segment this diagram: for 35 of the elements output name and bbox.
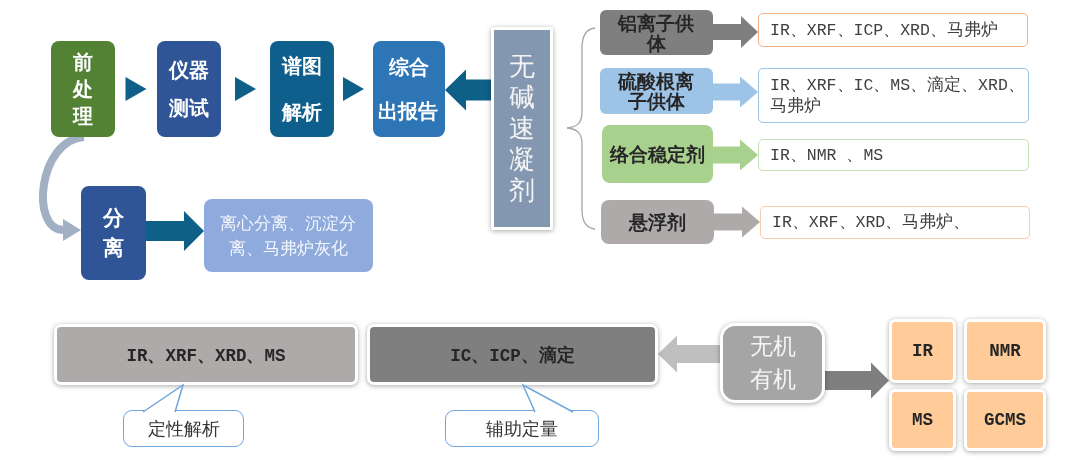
block-arrow [445,69,491,111]
method-box: IR、XRF、ICP、XRD、马弗炉 [758,13,1028,47]
process-box: 综合出报告 [373,41,445,137]
process-box: 分离 [81,186,146,280]
technique-tile: NMR [964,319,1046,383]
process-box: 前处理 [51,41,115,137]
arrow [343,77,364,101]
category-box: 无机 有机 [720,323,825,403]
block-arrow [146,211,204,251]
category-bar: 无碱速凝剂 [491,27,553,230]
block-arrow [658,335,720,373]
arrow [125,77,147,101]
component-box: 硫酸根离子供体 [600,68,713,114]
callout-pointer [521,383,574,413]
technique-tile: IR [889,319,956,383]
component-box: 络合稳定剂 [602,125,713,183]
method-box: IR、NMR 、MS [758,139,1029,171]
callout-pointer [142,383,185,413]
arrow [235,77,256,101]
block-arrow [714,206,760,238]
technique-tile: GCMS [964,389,1046,451]
method-box: IR、XRF、XRD、MS [54,324,358,385]
block-arrow [713,139,758,171]
block-arrow [713,16,758,48]
process-box: 仪器测试 [157,41,221,137]
method-box: IR、XRF、XRD、马弗炉、 [760,206,1030,239]
component-box: 悬浮剂 [601,200,714,244]
block-arrow [825,362,889,399]
process-box: 谱图解析 [270,41,334,137]
method-box: 离心分离、沉淀分离、马弗炉灰化 [204,199,373,272]
component-box: 铝离子供体 [600,10,713,55]
method-box: IC、ICP、滴定 [367,324,658,385]
technique-tile: MS [889,389,956,451]
method-box: IR、XRF、IC、MS、滴定、XRD、马弗炉 [758,68,1029,123]
block-arrow [713,76,758,108]
